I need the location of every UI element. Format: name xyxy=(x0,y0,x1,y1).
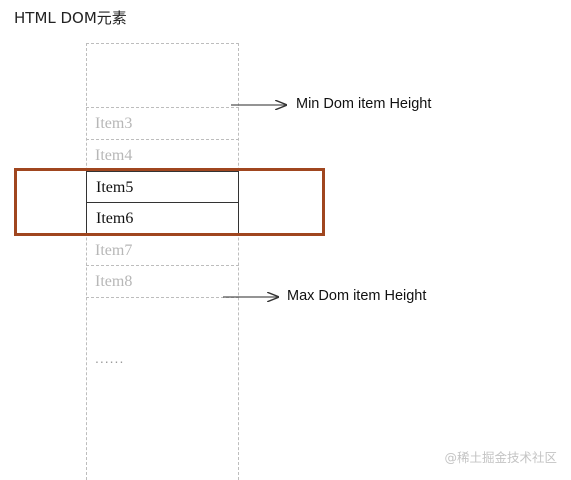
viewport-highlight-box xyxy=(14,168,325,236)
ghost-item-8: Item8 xyxy=(86,265,239,298)
ghost-item-3: Item3 xyxy=(86,107,239,139)
ghost-item-4: Item4 xyxy=(86,139,239,171)
more-items-ellipsis: ...... xyxy=(95,350,125,366)
max-height-label: Max Dom item Height xyxy=(287,288,427,304)
diagram-title: HTML DOM元素 xyxy=(14,9,127,27)
watermark: @稀土掘金技术社区 xyxy=(444,450,557,465)
dom-column-outline xyxy=(86,43,239,480)
min-height-label: Min Dom item Height xyxy=(296,96,432,112)
